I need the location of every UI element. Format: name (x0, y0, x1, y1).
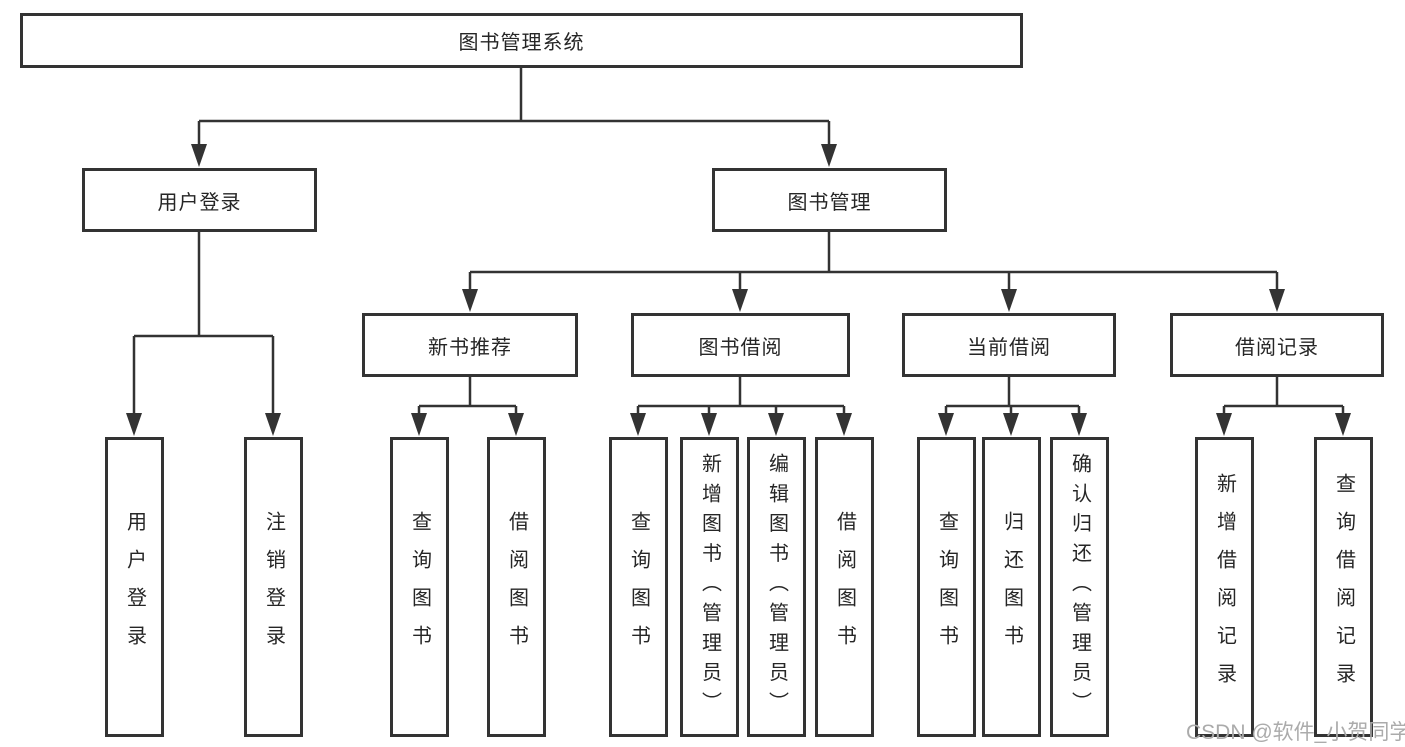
leaf-query-books-current-label: 查询图书 (935, 511, 958, 663)
node-borrowing-records: 借阅记录 (1170, 313, 1384, 377)
wire-newbook-to-leaves (417, 377, 518, 414)
leaf-query-books-recommend-label: 查询图书 (408, 511, 431, 663)
node-book-borrowing-label: 图书借阅 (698, 336, 783, 359)
node-new-book-recommend-label: 新书推荐 (428, 336, 512, 359)
leaf-borrow-books-borrowing-label: 借阅图书 (833, 511, 856, 663)
leaf-add-book-admin: 新增图书（管理员） (680, 437, 739, 737)
node-user-login: 用户登录 (82, 168, 317, 232)
leaf-logout-label: 注销登录 (262, 511, 285, 663)
node-current-borrowing: 当前借阅 (902, 313, 1116, 377)
leaf-borrow-books-recommend: 借阅图书 (487, 437, 546, 737)
node-new-book-recommend: 新书推荐 (362, 313, 578, 377)
leaf-query-borrow-record-label: 查询借阅记录 (1332, 473, 1355, 701)
leaf-query-books-borrowing-label: 查询图书 (627, 511, 650, 663)
node-book-borrowing: 图书借阅 (631, 313, 850, 377)
wire-currentborrow-to-leaves (944, 377, 1081, 414)
node-book-management-label: 图书管理 (787, 191, 872, 214)
leaf-query-books-current: 查询图书 (917, 437, 976, 737)
leaf-return-book: 归还图书 (982, 437, 1041, 737)
wire-bookborrow-to-leaves (636, 377, 846, 414)
leaf-borrow-books-recommend-label: 借阅图书 (505, 511, 528, 663)
node-root: 图书管理系统 (20, 13, 1023, 68)
leaf-logout: 注销登录 (244, 437, 303, 737)
leaf-add-book-admin-label: 新增图书（管理员） (698, 453, 721, 721)
leaf-query-books-recommend: 查询图书 (390, 437, 449, 737)
leaf-user-login-label: 用户登录 (123, 511, 146, 663)
watermark: CSDN @软件_小贺同学 (1186, 721, 1405, 744)
leaf-add-borrow-record-label: 新增借阅记录 (1213, 473, 1236, 701)
wire-borrowrecord-to-leaves (1222, 377, 1345, 414)
leaf-edit-book-admin-label: 编辑图书（管理员） (765, 453, 788, 721)
node-user-login-label: 用户登录 (157, 191, 242, 214)
node-root-label: 图书管理系统 (458, 32, 585, 54)
leaf-return-book-label: 归还图书 (1000, 511, 1023, 663)
leaf-confirm-return-admin-label: 确认归还（管理员） (1068, 453, 1091, 721)
node-borrowing-records-label: 借阅记录 (1235, 336, 1319, 359)
wire-bookmgmt-to-level3 (468, 232, 1279, 290)
leaf-borrow-books-borrowing: 借阅图书 (815, 437, 874, 737)
node-current-borrowing-label: 当前借阅 (967, 336, 1051, 359)
leaf-confirm-return-admin: 确认归还（管理员） (1050, 437, 1109, 737)
leaf-edit-book-admin: 编辑图书（管理员） (747, 437, 806, 737)
wire-root-to-level2 (197, 68, 831, 145)
leaf-query-borrow-record: 查询借阅记录 (1314, 437, 1373, 737)
wire-userlogin-to-leaves (132, 232, 275, 414)
leaf-user-login: 用户登录 (105, 437, 164, 737)
node-book-management: 图书管理 (712, 168, 947, 232)
leaf-add-borrow-record: 新增借阅记录 (1195, 437, 1254, 737)
leaf-query-books-borrowing: 查询图书 (609, 437, 668, 737)
